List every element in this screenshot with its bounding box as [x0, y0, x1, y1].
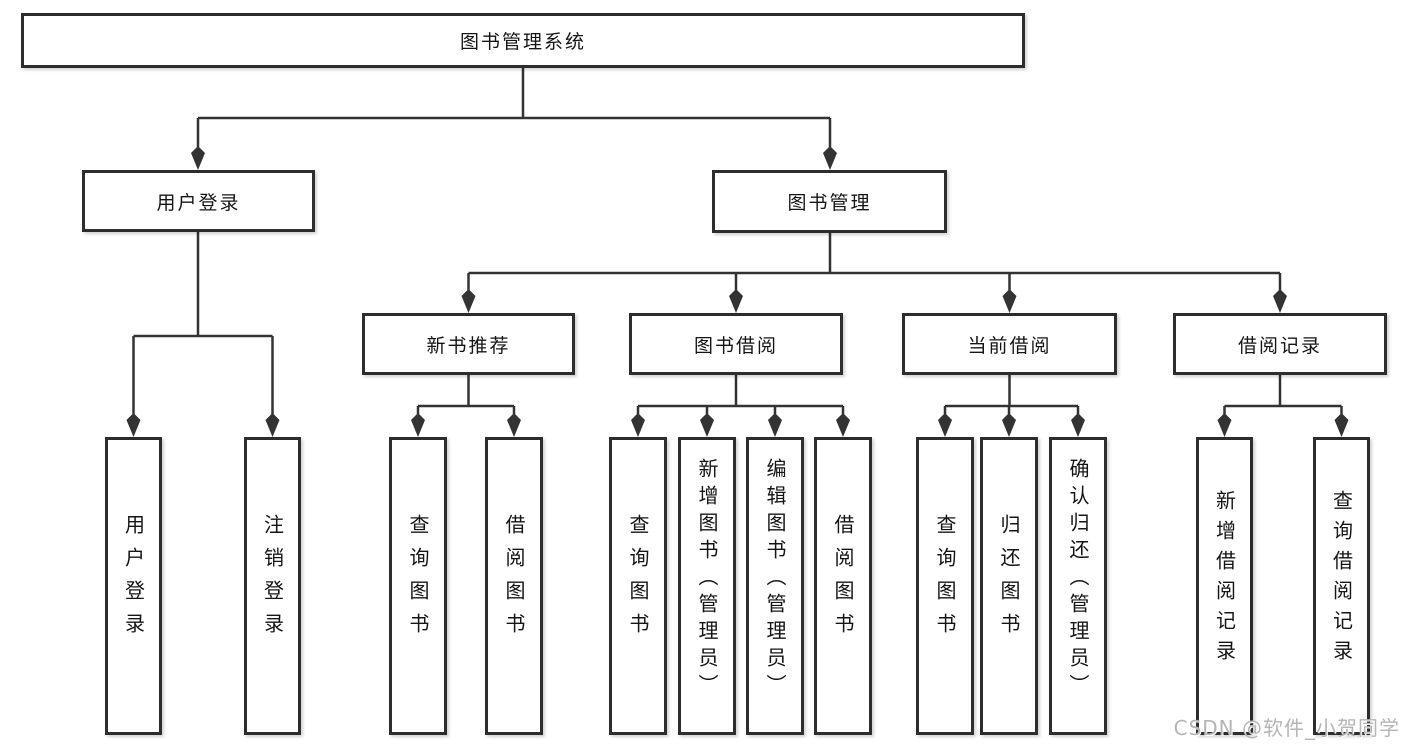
leaf-user-login: 用户登录 [105, 437, 162, 735]
leaf-label: 查询借阅记录 [1329, 489, 1354, 670]
leaf-query-book-recommend: 查询图书 [389, 437, 447, 735]
leaf-logout-login: 注销登录 [244, 437, 301, 735]
node-label: 图书管理 [787, 192, 872, 214]
leaf-label: 借阅图书 [502, 513, 526, 646]
node-label: 图书借阅 [693, 334, 778, 357]
leaf-add-borrow-record: 新增借阅记录 [1196, 437, 1253, 735]
leaf-label: 借阅图书 [831, 513, 855, 646]
leaf-label: 查询图书 [406, 513, 430, 646]
node-current-borrow: 当前借阅 [902, 313, 1117, 375]
node-label: 新书推荐 [426, 334, 511, 357]
leaf-query-book-borrow: 查询图书 [609, 437, 667, 735]
node-label: 图书管理系统 [459, 31, 586, 53]
node-book-management: 图书管理 [712, 170, 947, 233]
leaf-label: 查询图书 [626, 513, 650, 646]
node-borrow-records: 借阅记录 [1173, 313, 1387, 375]
leaf-label: 注销登录 [260, 513, 285, 646]
node-book-borrow: 图书借阅 [629, 313, 843, 375]
node-new-book-recommend: 新书推荐 [362, 313, 575, 375]
leaf-label: 用户登录 [121, 513, 146, 646]
leaf-label: 确认归还（管理员） [1066, 458, 1090, 701]
node-root-library-system: 图书管理系统 [21, 13, 1025, 68]
leaf-confirm-return-admin: 确认归还（管理员） [1049, 437, 1107, 735]
leaf-label: 新增图书（管理员） [695, 458, 719, 701]
leaf-label: 新增借阅记录 [1212, 489, 1237, 670]
node-user-login: 用户登录 [82, 170, 315, 232]
leaf-label: 查询图书 [933, 513, 957, 646]
node-label: 借阅记录 [1237, 334, 1322, 357]
leaf-edit-book-admin: 编辑图书（管理员） [746, 437, 804, 735]
leaf-label: 归还图书 [997, 513, 1021, 646]
leaf-borrow-book: 借阅图书 [814, 437, 872, 735]
leaf-query-borrow-record: 查询借阅记录 [1313, 437, 1370, 735]
leaf-borrow-book-recommend: 借阅图书 [485, 437, 543, 735]
node-label: 用户登录 [156, 191, 241, 214]
leaf-return-book: 归还图书 [980, 437, 1038, 735]
csdn-watermark: CSDN @软件_小贺同学 [1173, 716, 1400, 740]
node-label: 当前借阅 [967, 334, 1052, 357]
leaf-label: 编辑图书（管理员） [763, 458, 787, 701]
leaf-query-book-current: 查询图书 [916, 437, 974, 735]
leaf-add-book-admin: 新增图书（管理员） [678, 437, 736, 735]
